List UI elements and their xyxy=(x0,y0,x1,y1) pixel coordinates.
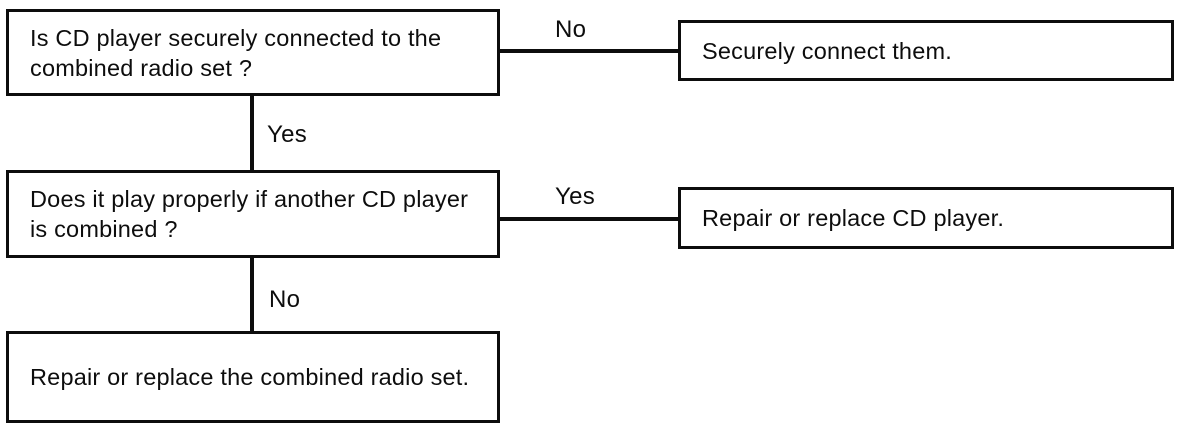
action-box-repair-radio-set: Repair or replace the combined radio set… xyxy=(6,331,500,423)
decision-box-another-cd-player: Does it play properly if another CD play… xyxy=(6,170,500,258)
decision-box-cd-securely-connected: Is CD player securely connected to the c… xyxy=(6,9,500,96)
edge-label-yes: Yes xyxy=(265,121,310,148)
edge-label-yes: Yes xyxy=(553,183,598,210)
connector-q1-yes-vertical xyxy=(250,96,254,170)
action-box-text: Securely connect them. xyxy=(702,37,952,64)
decision-box-text: Does it play properly if another CD play… xyxy=(30,186,469,242)
connector-q2-no-vertical xyxy=(250,258,254,331)
action-box-text: Repair or replace CD player. xyxy=(702,205,1005,231)
connector-q2-yes-horizontal xyxy=(500,217,678,221)
edge-label-no: No xyxy=(267,286,303,313)
connector-q1-no-horizontal xyxy=(500,49,678,53)
action-box-securely-connect: Securely connect them. xyxy=(678,20,1174,81)
decision-box-text: Is CD player securely connected to the c… xyxy=(30,24,442,81)
action-box-text: Repair or replace the combined radio set… xyxy=(30,364,470,390)
action-box-repair-cd-player: Repair or replace CD player. xyxy=(678,187,1174,249)
edge-label-no: No xyxy=(553,16,589,43)
